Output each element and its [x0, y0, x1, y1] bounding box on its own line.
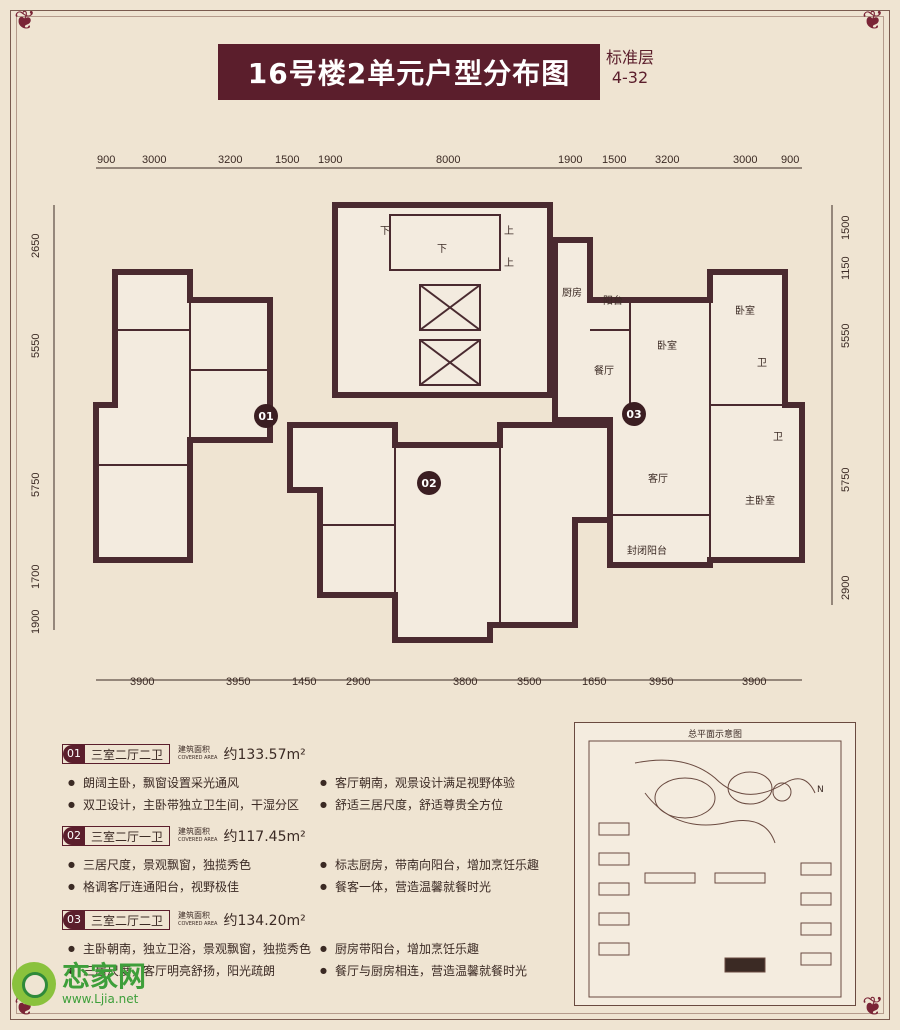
unit-01-outline — [93, 269, 273, 563]
site-plan-map: 总平面示意图 N — [574, 722, 856, 1006]
feature-item: 朗阔主卧，飘窗设置采光通风 — [68, 774, 239, 791]
feature-item: 客厅朝南，观景设计满足视野体验 — [320, 774, 515, 791]
site-plan-title: 总平面示意图 — [687, 730, 742, 740]
unit-layout-type: 三室二厅二卫 — [91, 913, 164, 928]
dimension-label: 1900 — [318, 154, 343, 166]
unit-badge-02: 02 — [417, 471, 441, 495]
dimension-label: 3200 — [655, 154, 680, 166]
dimension-label: 3000 — [733, 154, 758, 166]
dimension-label: 1900 — [558, 154, 583, 166]
unit-area: 约133.57m² — [223, 747, 306, 763]
dimension-label: 1500 — [602, 154, 627, 166]
outer-frame — [10, 10, 890, 1020]
north-indicator: N — [817, 785, 824, 795]
unit-badge-01: 01 — [254, 404, 278, 428]
stair-down-label: 下 — [380, 226, 390, 237]
dimension-label: 8000 — [436, 154, 461, 166]
dimension-label: 900 — [97, 154, 116, 166]
dimension-label: 3950 — [226, 676, 251, 688]
watermark-name: 恋家网 — [62, 960, 147, 993]
dimension-label: 900 — [781, 154, 800, 166]
dimension-label: 3950 — [649, 676, 674, 688]
watermark-url: www.Ljia.net — [62, 992, 139, 1006]
unit-type-badge: 02 三室二厅一卫 — [62, 826, 171, 846]
elevator-1 — [419, 284, 481, 331]
floor-label-text: 标准层 — [606, 48, 655, 67]
floor-range: 4-32 — [611, 68, 649, 87]
unit-number: 01 — [63, 745, 85, 763]
room-bathroom: 卫 — [757, 358, 767, 369]
unit-layout-type: 三室二厅二卫 — [91, 747, 164, 762]
feature-item: 主卧朝南，独立卫浴，景观飘窗，独揽秀色 — [68, 940, 311, 957]
site-plan-drawing — [588, 740, 842, 998]
feature-item: 餐厅与厨房相连，营造温馨就餐时光 — [320, 962, 527, 979]
area-label-en: COVERED AREA — [178, 921, 218, 927]
room-balcony: 阳台 — [603, 296, 623, 307]
feature-item: 餐客一体，营造温馨就餐时光 — [320, 878, 491, 895]
dimension-label: 3200 — [218, 154, 243, 166]
stairwell — [389, 214, 501, 271]
unit-layout-type: 三室二厅一卫 — [91, 829, 164, 844]
dimension-label: 3000 — [142, 154, 167, 166]
unit-number: 03 — [63, 911, 85, 929]
corner-ornament-icon: ❦ — [14, 6, 36, 36]
core-outline — [332, 202, 553, 398]
room-master-bedroom: 主卧室 — [745, 496, 775, 507]
room-living: 客厅 — [648, 474, 668, 485]
room-dining: 餐厅 — [594, 366, 614, 377]
feature-item: 三居尺度，景观飘窗，独揽秀色 — [68, 856, 251, 873]
dimension-label: 1500 — [275, 154, 300, 166]
area-label-en: COVERED AREA — [178, 837, 218, 843]
page-title: 16号楼2单元户型分布图 — [218, 44, 600, 100]
dimension-label: 1450 — [292, 676, 317, 688]
snail-logo-icon — [12, 962, 56, 1006]
corner-ornament-icon: ❦ — [862, 992, 884, 1022]
dimension-label: 3900 — [742, 676, 767, 688]
elevator-2 — [419, 339, 481, 386]
unit-type-badge: 03 三室二厅二卫 — [62, 910, 171, 930]
area-label-en: COVERED AREA — [178, 755, 218, 761]
unit-badge-03: 03 — [622, 402, 646, 426]
floor-label: 标准层 4-32 — [606, 48, 654, 88]
feature-item: 舒适三居尺度，舒适尊贵全方位 — [320, 796, 503, 813]
room-bedroom: 卧室 — [735, 306, 755, 317]
room-bathroom: 卫 — [773, 432, 783, 443]
feature-item: 格调客厅连通阳台，视野极佳 — [68, 878, 239, 895]
area-label-cn: 建筑面积 — [178, 745, 211, 754]
inner-frame — [16, 16, 884, 1014]
dimension-label: 3500 — [517, 676, 542, 688]
watermark: 恋家网 www.Ljia.net — [12, 962, 146, 1006]
room-kitchen: 厨房 — [562, 288, 582, 299]
dimension-label: 1650 — [582, 676, 607, 688]
room-bedroom: 卧室 — [657, 341, 677, 352]
area-label-cn: 建筑面积 — [178, 911, 211, 920]
unit-area: 约134.20m² — [223, 913, 306, 929]
floor-plan — [53, 167, 833, 681]
feature-item: 三居尺度，客厅明亮舒扬，阳光疏朗 — [68, 962, 275, 979]
corner-ornament-icon: ❦ — [862, 6, 884, 36]
room-enclosed-balcony: 封闭阳台 — [627, 546, 667, 557]
feature-item: 双卫设计，主卧带独立卫生间，干湿分区 — [68, 796, 299, 813]
unit-type-badge: 01 三室二厅二卫 — [62, 744, 171, 764]
dimension-label: 3900 — [130, 676, 155, 688]
dimension-label: 3800 — [453, 676, 478, 688]
stair-down-label: 下 — [437, 244, 447, 255]
stair-up-label: 上 — [504, 258, 514, 269]
feature-item: 标志厨房，带南向阳台，增加烹饪乐趣 — [320, 856, 539, 873]
unit-02-outline — [287, 422, 613, 643]
stair-up-label: 上 — [504, 226, 514, 237]
dimension-label: 2900 — [346, 676, 371, 688]
unit-area: 约117.45m² — [223, 829, 306, 845]
area-label-cn: 建筑面积 — [178, 827, 211, 836]
feature-item: 厨房带阳台，增加烹饪乐趣 — [320, 940, 479, 957]
unit-number: 02 — [63, 827, 85, 845]
